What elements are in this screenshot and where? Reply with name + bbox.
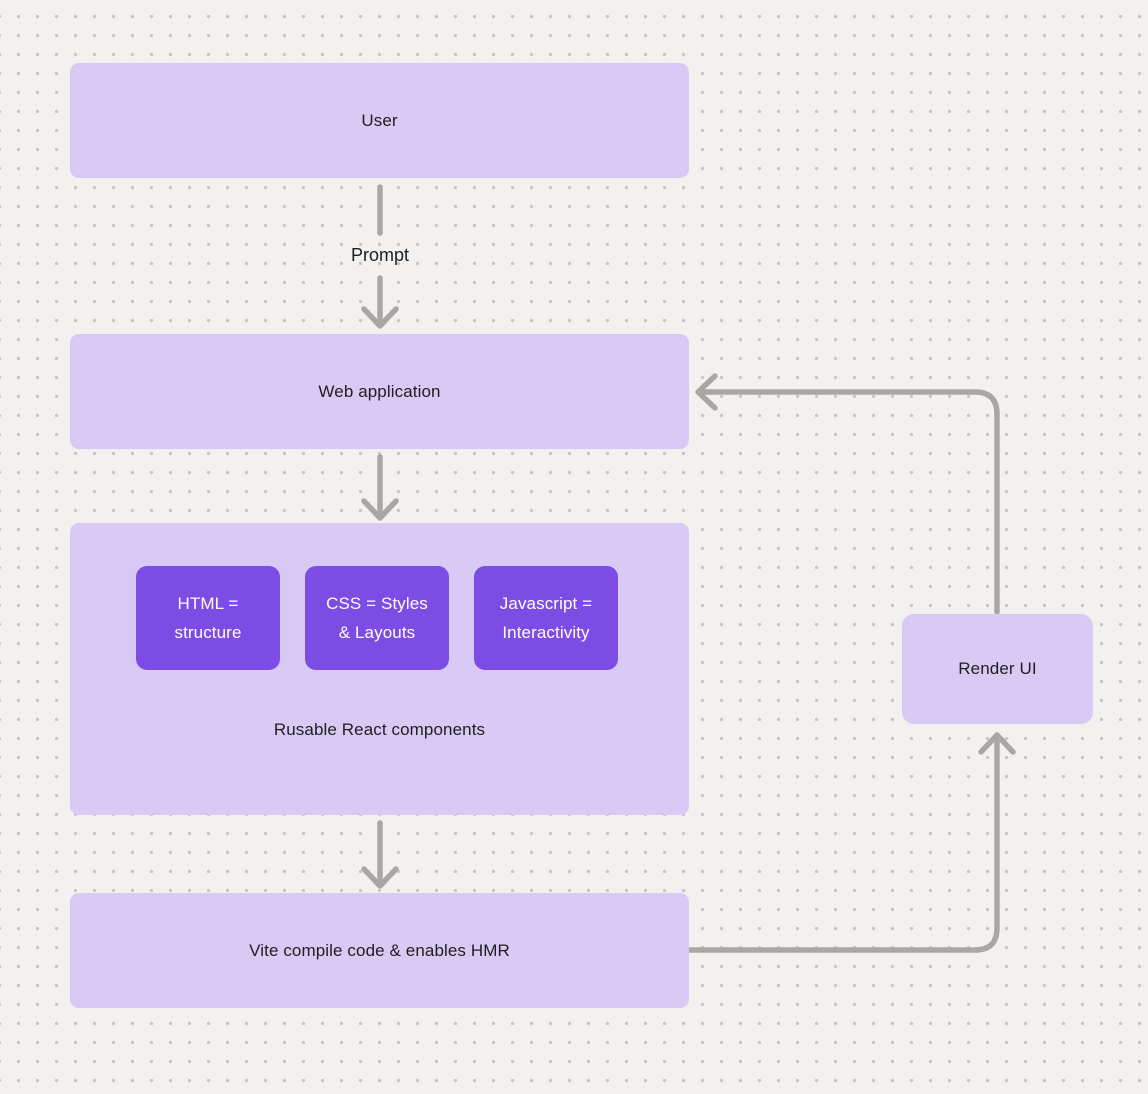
node-web-application[interactable]: Web application: [70, 334, 689, 449]
chip-javascript[interactable]: Javascript = Interactivity: [474, 566, 618, 670]
edge-prompt-label: Prompt: [350, 245, 410, 265]
node-components-group-label: Rusable React components: [273, 720, 486, 739]
node-render-ui[interactable]: Render UI: [902, 614, 1093, 724]
chip-javascript-line2: Interactivity: [502, 623, 590, 642]
node-vite-label: Vite compile code & enables HMR: [249, 940, 510, 960]
arrow-vite-to-renderui-head: [978, 732, 1016, 755]
chip-html[interactable]: HTML = structure: [136, 566, 280, 670]
node-user-label: User: [361, 110, 398, 130]
arrow-renderui-to-webapp-stem: [699, 389, 1000, 615]
node-web-application-label: Web application: [318, 381, 441, 401]
node-user[interactable]: User: [70, 63, 689, 178]
chip-css-line2: & Layouts: [338, 623, 416, 642]
arrow-user-to-webapp-head: [361, 306, 399, 329]
chip-html-line1: HTML =: [177, 594, 239, 613]
node-components-group[interactable]: HTML = structure CSS = Styles & Layouts …: [70, 523, 689, 815]
arrow-renderui-to-webapp-head: [695, 373, 718, 411]
arrow-vite-to-renderui-stem: [687, 738, 1000, 953]
node-vite[interactable]: Vite compile code & enables HMR: [70, 893, 689, 1008]
node-render-ui-label: Render UI: [958, 659, 1037, 678]
arrow-components-to-vite-head: [361, 866, 399, 889]
chip-css-line1: CSS = Styles: [326, 594, 428, 613]
chip-javascript-line1: Javascript =: [499, 594, 593, 613]
arrow-webapp-to-components-head: [361, 498, 399, 521]
chip-html-line2: structure: [174, 623, 242, 642]
chip-css[interactable]: CSS = Styles & Layouts: [305, 566, 449, 670]
